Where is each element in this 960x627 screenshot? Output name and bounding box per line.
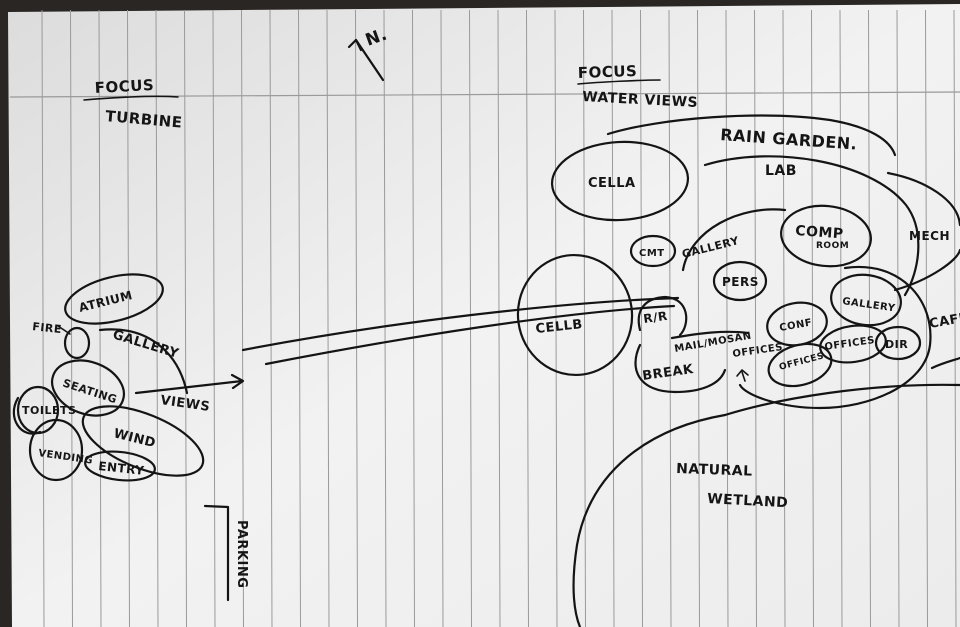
ruled-line (184, 9, 187, 627)
parking-label: PARKING (234, 520, 249, 588)
natural-wetland: NATURAL WETLAND (572, 383, 960, 627)
ruled-line (554, 9, 558, 627)
ruled-line (155, 9, 159, 627)
ruled-line (782, 9, 786, 627)
fire-bubble (63, 326, 91, 360)
views-label: VIEWS (159, 393, 211, 415)
ruled-line (725, 9, 729, 627)
right-bubble-cluster: CELLA CELLB RAIN GARDEN. LAB MECH COMP R… (516, 114, 960, 410)
cmt-label: CMT (639, 248, 665, 259)
right-focus-title: FOCUS (578, 62, 638, 82)
ruled-line (697, 9, 700, 627)
ruled-line (326, 9, 330, 627)
break-label: BREAK (641, 362, 694, 384)
right-focus-heading: FOCUS WATER VIEWS (577, 62, 699, 111)
comp-room-bubble (780, 204, 872, 268)
ruled-line (868, 9, 871, 627)
comp-room-label-2: ROOM (816, 241, 849, 251)
natural-label: NATURAL (676, 461, 753, 480)
entry-bubble (84, 450, 156, 482)
toilets-label: TOILETS (22, 404, 76, 417)
cmt-bubble (629, 234, 677, 268)
ruled-line (754, 9, 757, 627)
cafe-partial-label: CAFE (928, 310, 960, 332)
right-focus-subject: WATER VIEWS (582, 89, 699, 111)
offices-bubble-2 (767, 342, 833, 388)
ruled-line (412, 9, 415, 627)
parking-lane: PARKING (203, 504, 249, 602)
ruled-line (212, 9, 216, 627)
view-connector (241, 296, 680, 366)
left-focus-title: FOCUS (94, 76, 154, 97)
paper-sheet (8, 4, 960, 627)
ruled-line (383, 9, 387, 627)
wetland-label: WETLAND (707, 491, 789, 511)
ruled-line (953, 9, 957, 627)
vending-bubble (28, 418, 84, 482)
ruled-line (611, 9, 615, 627)
fire-label: FIRE (32, 320, 63, 336)
ruled-line (925, 9, 928, 627)
cell-a-label: CELLA (588, 176, 636, 191)
ruled-line (469, 9, 472, 627)
ruled-line (241, 9, 244, 627)
atrium-bubble (64, 273, 164, 325)
ruled-line (269, 9, 273, 627)
ruled-line (298, 9, 301, 627)
ruled-line (526, 9, 529, 627)
cell-b-label: CELLB (535, 317, 584, 337)
ruled-line (839, 9, 843, 627)
ruled-line (98, 9, 102, 627)
wind-bubble (81, 405, 205, 477)
ruled-line (668, 9, 672, 627)
ruled-line (583, 9, 586, 627)
cell-a-bubble (550, 140, 690, 222)
pers-label: PERS (722, 275, 759, 289)
ruled-line (640, 9, 643, 627)
comp-room-label-1: COMP (795, 223, 844, 242)
ruled-line (355, 9, 358, 627)
mech-label: MECH (909, 229, 950, 243)
pers-bubble (712, 260, 768, 302)
rr-label: R/R (642, 309, 668, 326)
dir-bubble (874, 325, 922, 361)
offices-bubble-3 (819, 324, 887, 364)
ruled-line (811, 9, 814, 627)
ruled-line (896, 9, 900, 627)
ruled-line (497, 9, 501, 627)
cell-b-bubble (516, 253, 634, 377)
seating-bubble (51, 359, 125, 417)
entry-label: ENTRY (98, 459, 145, 478)
dir-label: DIR (885, 338, 908, 351)
lab-label: LAB (765, 163, 797, 179)
ruled-line (41, 9, 45, 627)
